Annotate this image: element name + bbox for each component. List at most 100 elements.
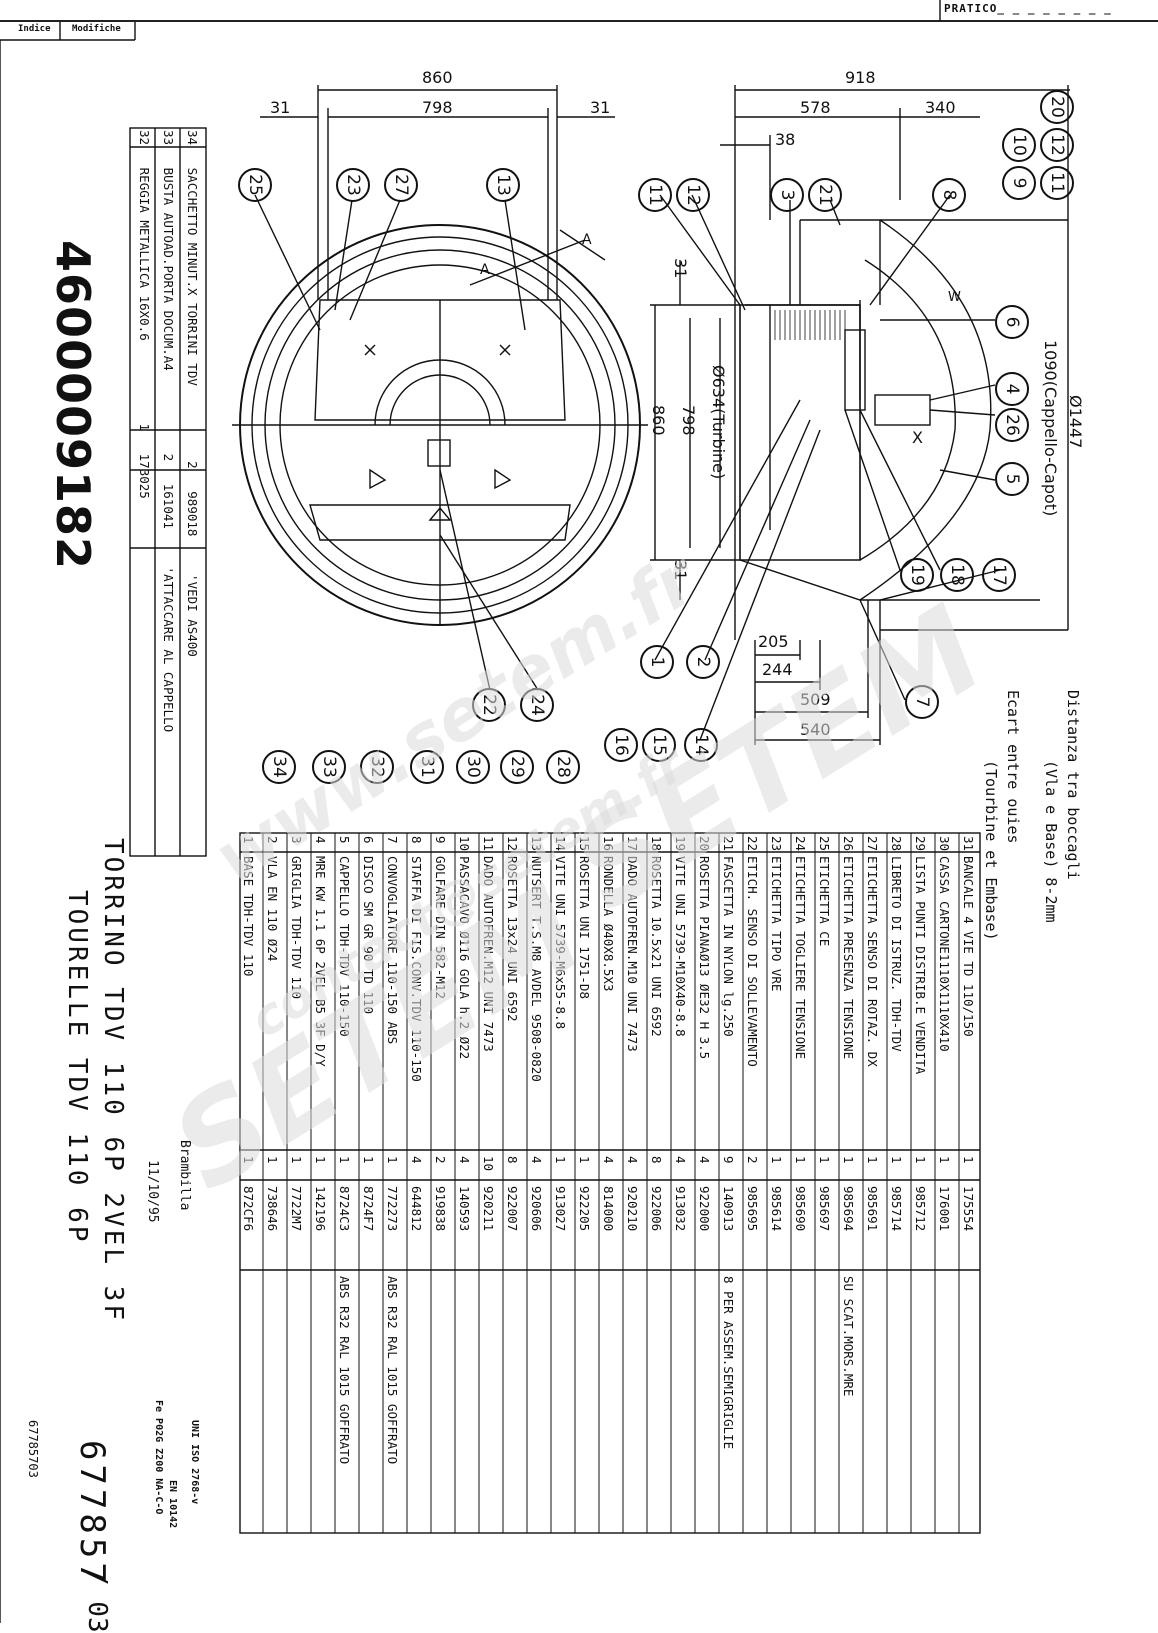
part-qty-cell: 1 <box>793 1156 808 1164</box>
author: Brambilla <box>177 1140 192 1211</box>
balloon-28: 28 <box>546 750 580 784</box>
part-number-cell: 13 <box>529 836 544 852</box>
dim-798: 798 <box>422 98 453 117</box>
part-qty-cell: 1 <box>865 1156 880 1164</box>
part-number-cell: 21 <box>721 836 736 852</box>
part-description-cell: ROSETTA 13x24 UNI 6592 <box>505 856 520 1022</box>
balloon-32: 32 <box>360 750 394 784</box>
part-description-cell: ETICH. SENSO DI SOLLEVAMENTO <box>745 856 760 1067</box>
part-code-cell: 913032 <box>673 1186 688 1232</box>
balloon-25: 25 <box>238 168 272 202</box>
part-qty-cell: 1 <box>913 1156 928 1164</box>
part-description-cell: ROSETTA PIANAØ13 ØE32 H 3.5 <box>697 856 712 1060</box>
balloon-5: 5 <box>995 462 1029 496</box>
part-code-cell: 922205 <box>577 1186 592 1232</box>
part-number-cell: 7 <box>385 836 400 844</box>
part-code-cell: 985614 <box>769 1186 784 1232</box>
part-number-cell: 19 <box>673 836 688 852</box>
balloon-1: 1 <box>640 645 674 679</box>
part-desc: SACCHETTO MINUT.X TORRINI TDV <box>185 167 200 386</box>
part-qty-cell: 2 <box>745 1156 760 1164</box>
part-number: 4600009182 <box>46 240 100 571</box>
balloon-20: 20 <box>1040 90 1074 124</box>
balloon-13: 13 <box>486 168 520 202</box>
part-code-cell: 140593 <box>457 1186 472 1232</box>
part-note: VEDI AS400 <box>185 581 200 657</box>
dim-31-left: 31 <box>270 98 291 117</box>
part-code-cell: 985695 <box>745 1186 760 1232</box>
dim-578: 578 <box>800 98 831 117</box>
part-number-cell: 24 <box>793 836 808 852</box>
part-qty-cell: 1 <box>241 1156 256 1164</box>
part-note-cell: ABS R32 RAL 1015 GOFFRATO <box>337 1276 352 1465</box>
dim-31-side-top: 31 <box>671 258 690 279</box>
balloon-14: 14 <box>684 728 718 762</box>
part-description-cell: ETICHETTA TIPO VRE <box>769 856 784 992</box>
part-number-cell: 30 <box>937 836 952 852</box>
modifiche-label: Modifiche <box>72 24 121 34</box>
part-code-cell: 985714 <box>889 1186 904 1232</box>
part-code-cell: 985691 <box>865 1186 880 1232</box>
part-num: 34 <box>185 130 200 146</box>
ref-number: 67785703 <box>26 1420 40 1478</box>
part-qty: 2 <box>161 453 176 462</box>
balloon-8: 8 <box>932 178 966 212</box>
doc-number: 677857 <box>72 1440 112 1587</box>
part-code-cell: 985694 <box>841 1186 856 1232</box>
part-code-cell: 814000 <box>601 1186 616 1232</box>
part-number-cell: 29 <box>913 836 928 852</box>
standard-fe: Fe P02G Z200 NA-C-O <box>153 1400 164 1515</box>
part-description-cell: VITE UNI 5739-M6x55-8.8 <box>553 856 568 1030</box>
balloon-4: 4 <box>995 372 1029 406</box>
part-number-cell: 23 <box>769 836 784 852</box>
part-code-cell: 7722M7 <box>289 1186 304 1232</box>
dim-1447: Ø1447 <box>1066 395 1085 449</box>
part-qty-cell: 1 <box>337 1156 352 1164</box>
part-number-cell: 14 <box>553 836 568 852</box>
balloon-29: 29 <box>500 750 534 784</box>
part-qty-cell: 2 <box>433 1156 448 1164</box>
part-code-cell: 922006 <box>649 1186 664 1232</box>
balloon-3: 3 <box>770 178 804 212</box>
part-qty-cell: 1 <box>553 1156 568 1164</box>
note-line-2: (Vla e Base) 8-2mm <box>1042 760 1060 923</box>
part-description-cell: VITE UNI 5739-M10X40-8.8 <box>673 856 688 1037</box>
part-description-cell: BANCALE 4 VIE TD 110/150 <box>961 856 976 1037</box>
part-qty-cell: 1 <box>313 1156 328 1164</box>
part-qty-cell: 1 <box>961 1156 976 1164</box>
part-description-cell: RONDELLA Ø40X8.5X3 <box>601 856 616 992</box>
part-description-cell: CASSA CARTONE1110X1110X410 <box>937 856 952 1052</box>
part-qty-cell: 8 <box>505 1156 520 1164</box>
part-code-cell: 913027 <box>553 1186 568 1232</box>
dim-860-side: 860 <box>649 405 668 436</box>
part-number-cell: 20 <box>697 836 712 852</box>
part-number-cell: 2 <box>265 836 280 844</box>
part-qty-cell: 1 <box>385 1156 400 1164</box>
dim-205: 205 <box>758 632 789 651</box>
balloon-31: 31 <box>410 750 444 784</box>
part-description-cell: MRE KW 1.1 6P 2VEL B5 3F D/Y <box>313 856 328 1067</box>
upper-part-row: 32 REGGIA METALLICA 16X0.6 1 173025 <box>137 130 152 499</box>
dim-turbine: Ø634(Turbine) <box>709 365 728 480</box>
part-qty-cell: 4 <box>409 1156 424 1164</box>
part-code-cell: 922007 <box>505 1186 520 1232</box>
part-description-cell: DADO AUTOFREN.M12 UNI 7473 <box>481 856 496 1052</box>
part-number-cell: 3 <box>289 836 304 844</box>
part-description-cell: CAPPELLO TDH-TDV 110-150 <box>337 856 352 1037</box>
title-french: TOURELLE TDV 110 6P <box>62 890 92 1245</box>
dim-860: 860 <box>422 68 453 87</box>
dim-244: 244 <box>762 660 793 679</box>
part-qty-cell: 4 <box>697 1156 712 1164</box>
balloon-33: 33 <box>312 750 346 784</box>
part-code-cell: 140913 <box>721 1186 736 1232</box>
dim-38: 38 <box>775 130 796 149</box>
part-code: 989018 <box>185 491 200 537</box>
part-qty-cell: 9 <box>721 1156 736 1164</box>
part-number-cell: 5 <box>337 836 352 844</box>
part-qty-cell: 1 <box>577 1156 592 1164</box>
balloon-12: 12 <box>676 178 710 212</box>
section-a-label: A <box>480 262 490 278</box>
part-code-cell: 985697 <box>817 1186 832 1232</box>
